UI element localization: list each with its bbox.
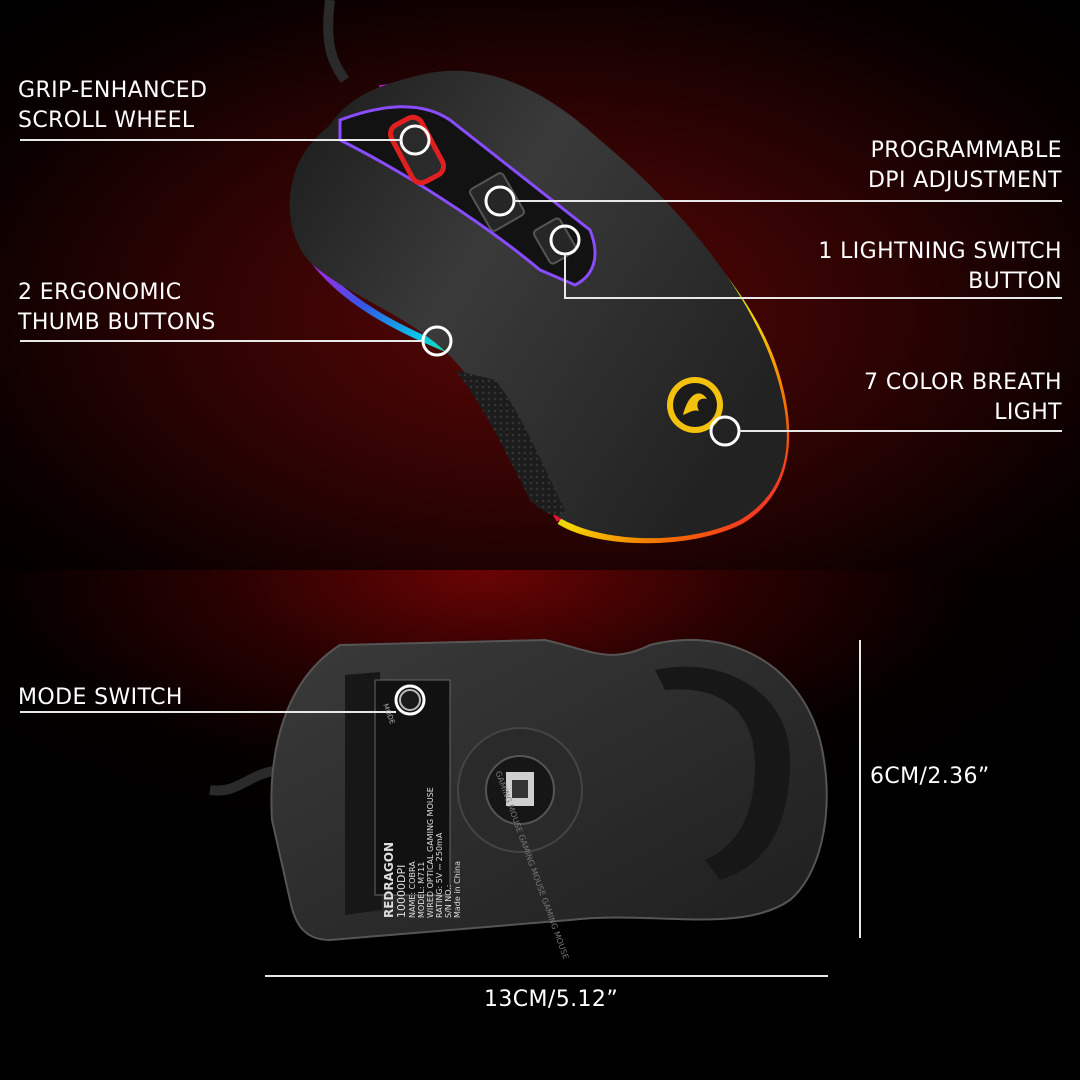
label-scroll-wheel-line2: SCROLL WHEEL	[18, 108, 195, 133]
label-lightning-line2: BUTTON	[968, 269, 1062, 294]
label-dpi-value: 10000DPI	[395, 708, 408, 918]
label-thumb-line1: 2 ERGONOMIC	[18, 280, 182, 305]
label-dpi-unit: DPI	[395, 864, 408, 883]
label-dpi: PROGRAMMABLE DPI ADJUSTMENT	[868, 136, 1062, 196]
label-model-name: NAME: COBRA	[408, 861, 417, 918]
glide-foot-front	[655, 666, 790, 880]
dpi-button	[469, 172, 525, 232]
label-scroll-wheel: GRIP-ENHANCED SCROLL WHEEL	[18, 76, 207, 136]
label-rating: RATING: 5V ⎓ 250mA	[435, 832, 444, 918]
label-dpi-number: 10000	[395, 883, 408, 918]
optical-sensor	[457, 727, 583, 853]
top-view-panel: GRIP-ENHANCED SCROLL WHEEL PROGRAMMABLE …	[0, 0, 1080, 570]
label-brand: REDRAGON	[382, 841, 396, 918]
label-lightning: 1 LIGHTNING SWITCH BUTTON	[818, 237, 1062, 297]
label-breath-line2: LIGHT	[994, 400, 1062, 425]
label-lightning-line1: 1 LIGHTNING SWITCH	[818, 239, 1062, 264]
bottom-view-panel: REDRAGON 10000DPI NAME: COBRA MODEL: M71…	[0, 570, 1080, 1080]
mouse-cable	[323, 0, 350, 83]
label-height-dimension: 6CM/2.36”	[870, 764, 990, 789]
product-label-sticker	[374, 679, 451, 896]
glide-foot-rear	[345, 672, 382, 915]
label-description: WIRED OPTICAL GAMING MOUSE	[426, 787, 435, 918]
label-model-number: MODEL: M711	[417, 861, 426, 918]
side-grip-texture	[455, 370, 565, 516]
label-thumb-buttons: 2 ERGONOMIC THUMB BUTTONS	[18, 278, 216, 338]
product-label-text: REDRAGON 10000DPI NAME: COBRA MODEL: M71…	[382, 708, 462, 918]
label-length-dimension: 13CM/5.12”	[484, 987, 619, 1012]
label-breath-line1: 7 COLOR BREATH	[864, 370, 1062, 395]
mouse-body	[289, 70, 787, 539]
label-serial: S/N NO.:	[444, 884, 453, 919]
label-dpi-line1: PROGRAMMABLE	[870, 138, 1062, 163]
mouse-bottom-illustration	[20, 638, 861, 977]
redragon-logo	[667, 377, 723, 433]
label-scroll-wheel-line1: GRIP-ENHANCED	[18, 78, 208, 103]
label-thumb-line2: THUMB BUTTONS	[18, 310, 216, 335]
label-origin: Made in China	[453, 860, 462, 918]
mode-switch-button	[399, 689, 421, 711]
label-breath-light: 7 COLOR BREATH LIGHT	[864, 368, 1062, 428]
label-mode-switch: MODE SWITCH	[18, 685, 183, 710]
mouse-top-illustration	[20, 0, 1062, 544]
label-dpi-line2: DPI ADJUSTMENT	[867, 168, 1062, 193]
callout-marker-mode	[394, 684, 426, 716]
